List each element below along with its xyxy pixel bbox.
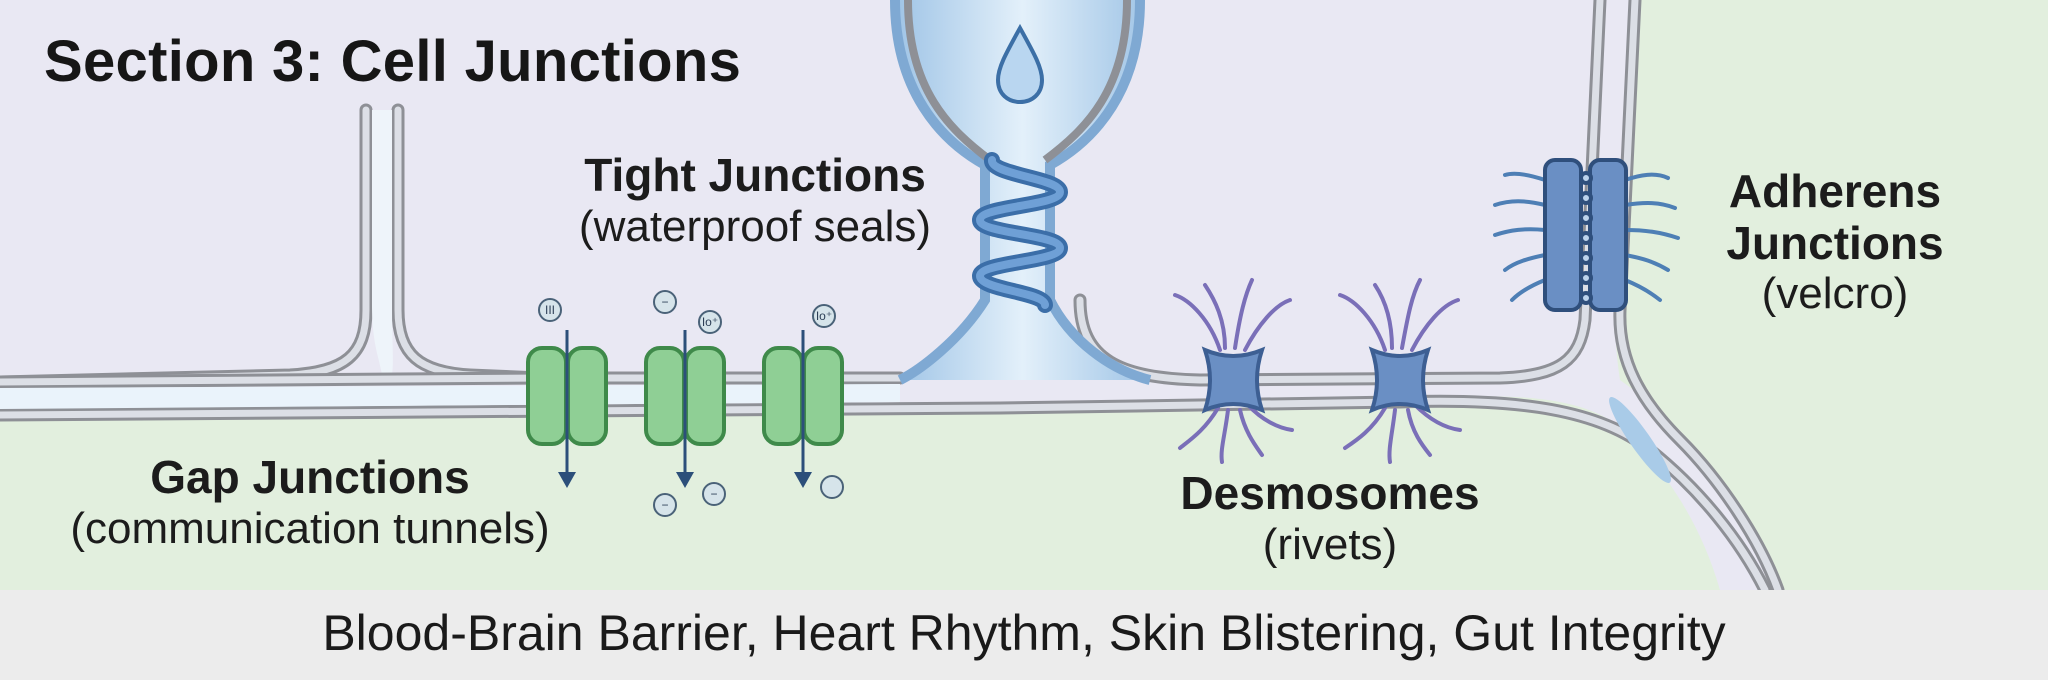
ion-6: − xyxy=(703,483,725,505)
gap-junctions-label: Gap Junctions (communication tunnels) xyxy=(20,452,600,553)
footer-caption: Blood-Brain Barrier, Heart Rhythm, Skin … xyxy=(0,604,2048,662)
gap-junctions-title: Gap Junctions xyxy=(20,452,600,504)
svg-text:III: III xyxy=(545,303,555,317)
svg-text:Io⁺: Io⁺ xyxy=(816,309,832,323)
desmosomes-title: Desmosomes xyxy=(1150,468,1510,520)
ion-5: − xyxy=(654,494,676,516)
ion-3: Io⁺ xyxy=(699,311,721,333)
svg-text:−: − xyxy=(710,487,717,501)
svg-text:−: − xyxy=(661,295,668,309)
adherens-junctions-title-line1: Adherens xyxy=(1690,166,1980,218)
adherens-junctions-title-line2: Junctions xyxy=(1690,218,1980,270)
ion-2: − xyxy=(654,291,676,313)
gap-junctions-subtitle: (communication tunnels) xyxy=(20,504,600,553)
adherens-junctions-label: Adherens Junctions (velcro) xyxy=(1690,166,1980,318)
svg-text:−: − xyxy=(661,498,668,512)
svg-text:Io⁺: Io⁺ xyxy=(702,315,718,329)
tight-junctions-subtitle: (waterproof seals) xyxy=(560,202,950,251)
desmosomes-label: Desmosomes (rivets) xyxy=(1150,468,1510,569)
ion-4: Io⁺ xyxy=(813,305,835,327)
page-title: Section 3: Cell Junctions xyxy=(44,28,741,95)
adherens-junctions-subtitle: (velcro) xyxy=(1690,269,1980,318)
tight-junctions-title: Tight Junctions xyxy=(560,150,950,202)
desmosomes-subtitle: (rivets) xyxy=(1150,520,1510,569)
tight-junctions-label: Tight Junctions (waterproof seals) xyxy=(560,150,950,251)
ion-1: III xyxy=(539,299,561,321)
ion-7 xyxy=(821,476,843,498)
